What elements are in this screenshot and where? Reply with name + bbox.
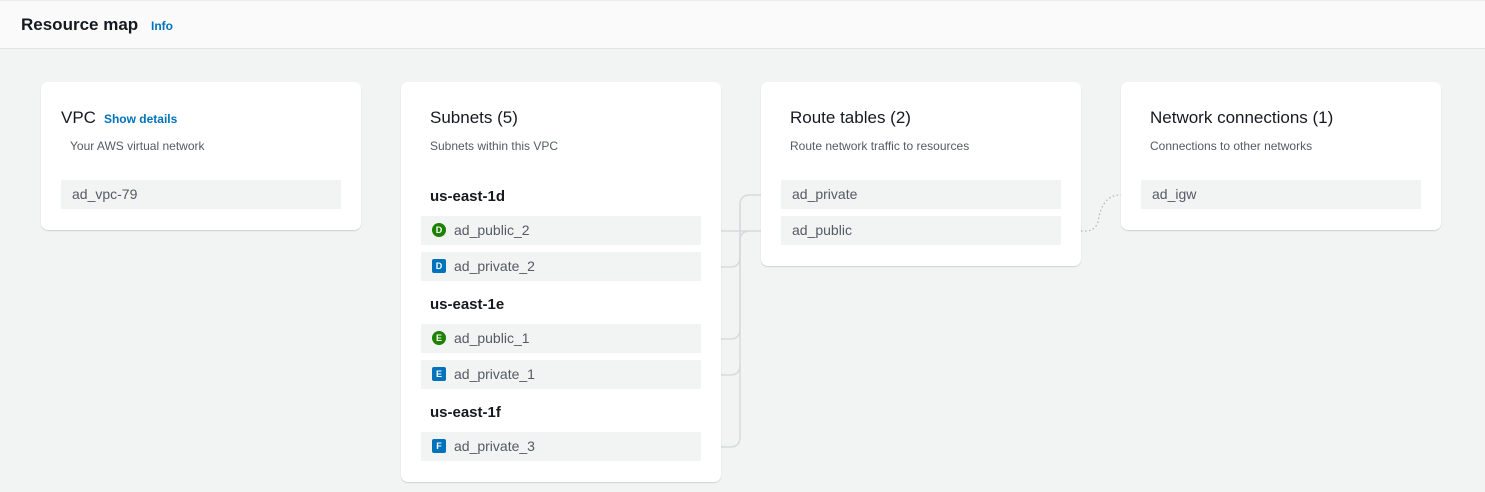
public-subnet-badge: E <box>432 331 446 345</box>
network-connection-item-ad-igw[interactable]: ad_igw <box>1141 180 1421 209</box>
info-link[interactable]: Info <box>151 19 173 33</box>
subnet-item-label: ad_public_1 <box>454 330 530 346</box>
availability-zone-heading: us-east-1e <box>430 296 505 313</box>
vpc-description: Your AWS virtual network <box>70 139 205 153</box>
subnets-description: Subnets within this VPC <box>430 139 559 153</box>
vpc-item-label: ad_vpc-79 <box>72 186 138 202</box>
route-tables-description: Route network traffic to resources <box>790 139 970 153</box>
availability-zone-heading: us-east-1f <box>430 404 501 421</box>
subnet-item-ad-public-2[interactable]: D ad_public_2 <box>421 216 701 245</box>
subnet-item-ad-public-1[interactable]: E ad_public_1 <box>421 324 701 353</box>
subnets-title: Subnets (5) <box>430 108 518 127</box>
vpc-panel: VPC Show details Your AWS virtual network… <box>41 82 361 230</box>
private-subnet-badge: D <box>432 259 446 273</box>
subnets-panel: Subnets (5) Subnets within this VPC us-e… <box>401 82 721 482</box>
vpc-panel-title: VPC Show details <box>61 108 177 128</box>
route-table-item-label: ad_private <box>792 186 858 202</box>
subnet-item-label: ad_private_1 <box>454 366 535 382</box>
vpc-item[interactable]: ad_vpc-79 <box>61 180 341 209</box>
show-details-link[interactable]: Show details <box>103 112 178 126</box>
network-connections-title: Network connections (1) <box>1150 108 1334 127</box>
subnet-item-label: ad_private_3 <box>454 438 535 454</box>
route-table-item-label: ad_public <box>792 222 852 238</box>
subnet-item-ad-private-2[interactable]: D ad_private_2 <box>421 252 701 281</box>
subnet-item-ad-private-3[interactable]: F ad_private_3 <box>421 432 701 461</box>
route-tables-title: Route tables (2) <box>790 108 911 127</box>
route-table-item-ad-private[interactable]: ad_private <box>781 180 1061 209</box>
route-table-item-ad-public[interactable]: ad_public <box>781 216 1061 245</box>
subnet-item-ad-private-1[interactable]: E ad_private_1 <box>421 360 701 389</box>
subnet-item-label: ad_public_2 <box>454 222 530 238</box>
network-connections-panel: Network connections (1) Connections to o… <box>1121 82 1441 230</box>
network-connection-item-label: ad_igw <box>1152 186 1197 202</box>
private-subnet-badge: F <box>432 439 446 453</box>
network-connections-description: Connections to other networks <box>1150 139 1313 153</box>
page-title: Resource map <box>21 15 139 34</box>
vpc-title: VPC <box>61 108 96 127</box>
resource-map-header: Resource map Info <box>0 0 1485 49</box>
route-tables-panel: Route tables (2) Route network traffic t… <box>761 82 1081 266</box>
public-subnet-badge: D <box>432 223 446 237</box>
subnet-item-label: ad_private_2 <box>454 258 535 274</box>
availability-zone-heading: us-east-1d <box>430 188 506 205</box>
private-subnet-badge: E <box>432 367 446 381</box>
